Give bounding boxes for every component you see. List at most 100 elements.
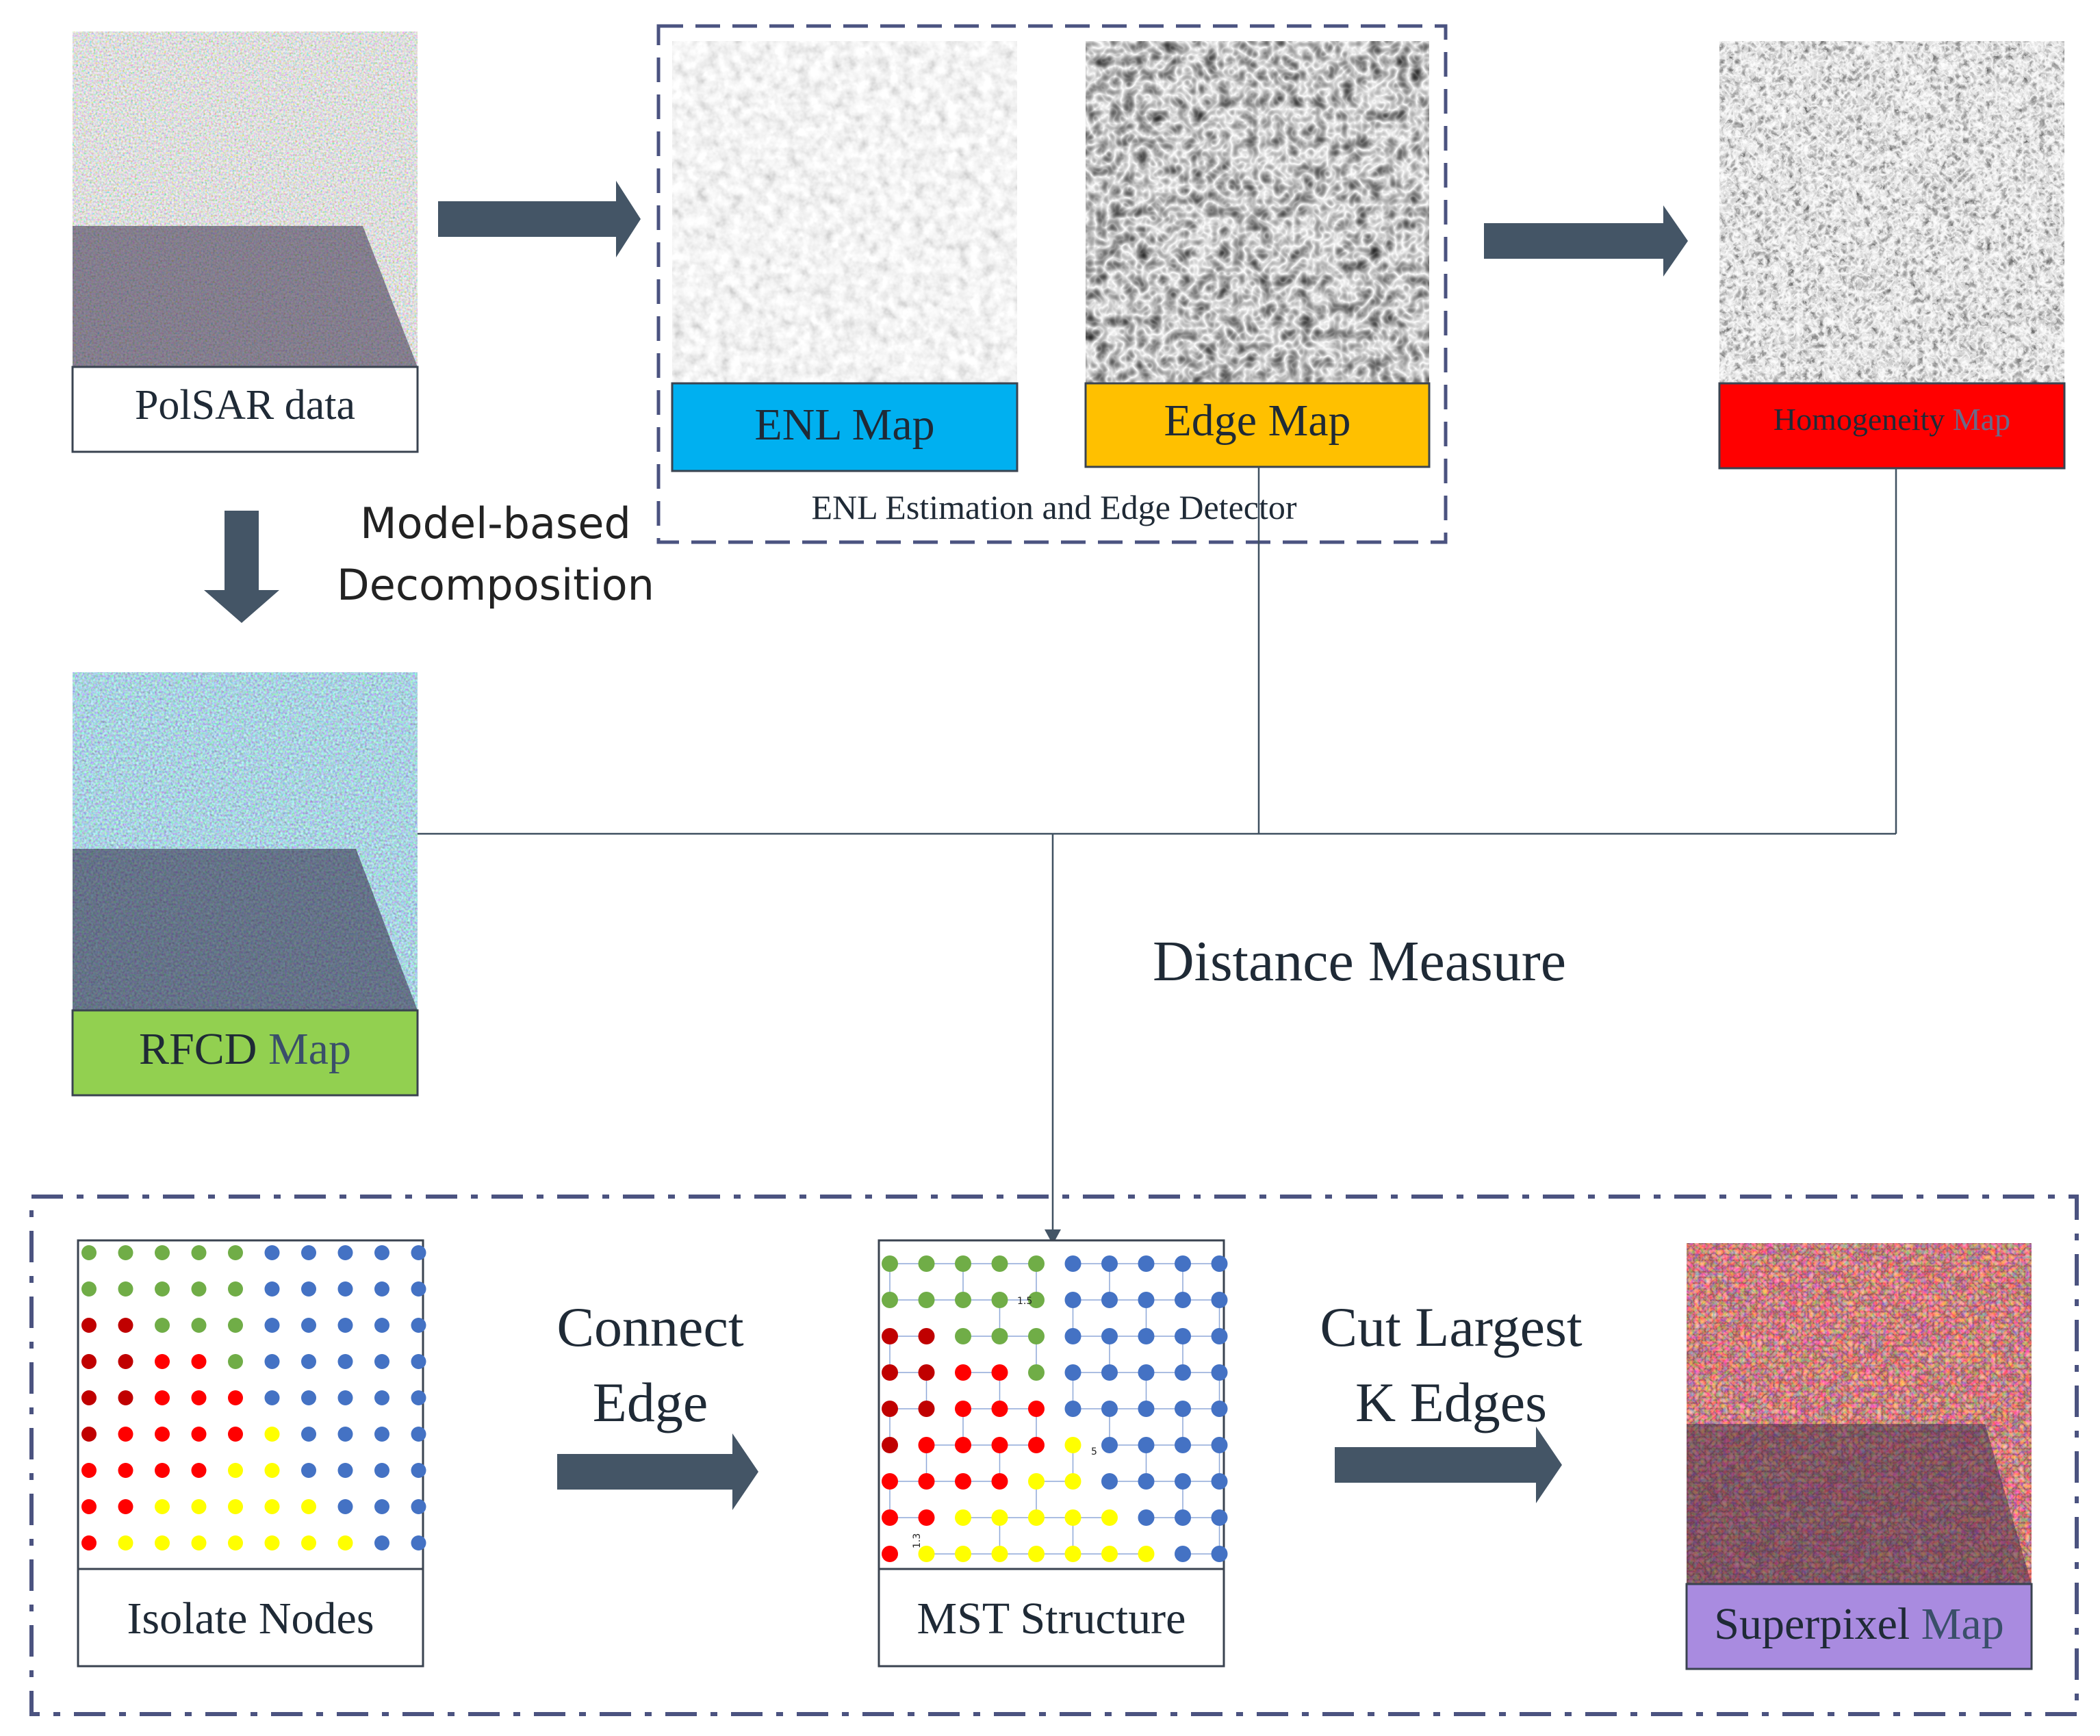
graph-node bbox=[1211, 1437, 1228, 1453]
mst-label: MST Structure bbox=[917, 1594, 1186, 1644]
graph-node bbox=[882, 1509, 898, 1526]
graph-node bbox=[1064, 1292, 1081, 1308]
polsar-panel: PolSAR data bbox=[71, 31, 419, 453]
graph-node bbox=[81, 1427, 97, 1442]
graph-node bbox=[337, 1245, 353, 1260]
graph-node bbox=[118, 1390, 133, 1405]
graph-node bbox=[118, 1354, 133, 1369]
graph-node bbox=[337, 1281, 353, 1297]
graph-node bbox=[882, 1328, 898, 1344]
graph-node bbox=[1211, 1292, 1228, 1308]
graph-node bbox=[991, 1546, 1008, 1562]
graph-node bbox=[337, 1499, 353, 1514]
graph-node bbox=[264, 1281, 280, 1297]
mst-weight-2: 5 bbox=[1091, 1446, 1097, 1457]
arrow-cut-edges bbox=[1335, 1427, 1562, 1503]
enl-edge-group-border bbox=[656, 24, 1448, 544]
graph-node bbox=[228, 1354, 243, 1369]
graph-node bbox=[301, 1463, 316, 1478]
graph-node bbox=[1175, 1437, 1191, 1453]
graph-node bbox=[411, 1245, 426, 1260]
mst-grid-frame bbox=[878, 1239, 1225, 1570]
graph-node bbox=[882, 1473, 898, 1490]
graph-node bbox=[228, 1318, 243, 1333]
graph-node bbox=[1028, 1401, 1045, 1417]
graph-node bbox=[882, 1364, 898, 1381]
graph-node bbox=[191, 1390, 207, 1405]
graph-node bbox=[264, 1245, 280, 1260]
graph-node bbox=[118, 1281, 133, 1297]
graph-node bbox=[118, 1463, 133, 1478]
graph-node bbox=[955, 1401, 971, 1417]
graph-node bbox=[374, 1427, 389, 1442]
graph-node bbox=[228, 1245, 243, 1260]
superpixel-group-border bbox=[29, 1195, 2079, 1716]
graph-node bbox=[374, 1390, 389, 1405]
graph-node bbox=[1138, 1292, 1155, 1308]
graph-node bbox=[191, 1535, 207, 1550]
connect-label-line1: Connect bbox=[556, 1296, 743, 1358]
graph-node bbox=[1028, 1546, 1045, 1562]
graph-node bbox=[191, 1281, 207, 1297]
graph-node bbox=[1101, 1473, 1118, 1490]
graph-node bbox=[991, 1473, 1008, 1490]
connect-label-line2: Edge bbox=[593, 1371, 708, 1433]
graph-node bbox=[301, 1427, 316, 1442]
edge-label-box bbox=[1084, 382, 1431, 468]
graph-node bbox=[191, 1245, 207, 1260]
graph-node bbox=[991, 1292, 1008, 1308]
graph-node bbox=[155, 1318, 170, 1333]
graph-node bbox=[882, 1292, 898, 1308]
graph-node bbox=[918, 1401, 935, 1417]
graph-node bbox=[1211, 1401, 1228, 1417]
graph-node bbox=[1138, 1255, 1155, 1272]
graph-node bbox=[155, 1245, 170, 1260]
graph-node bbox=[81, 1499, 97, 1514]
isolate-label: Isolate Nodes bbox=[127, 1594, 374, 1644]
graph-node bbox=[1101, 1401, 1118, 1417]
model-based-label-line1: Model-based bbox=[360, 498, 631, 548]
rfcd-label: RFCD Map bbox=[139, 1024, 351, 1074]
graph-node bbox=[155, 1427, 170, 1442]
graph-node bbox=[1175, 1546, 1191, 1562]
graph-node bbox=[191, 1463, 207, 1478]
graph-node bbox=[955, 1328, 971, 1344]
graph-node bbox=[301, 1535, 316, 1550]
graph-node bbox=[264, 1354, 280, 1369]
graph-node bbox=[155, 1354, 170, 1369]
graph-node bbox=[1064, 1328, 1081, 1344]
enl-image bbox=[672, 41, 1017, 383]
graph-node bbox=[411, 1354, 426, 1369]
graph-node bbox=[882, 1255, 898, 1272]
graph-node bbox=[337, 1463, 353, 1478]
graph-node bbox=[1175, 1509, 1191, 1526]
graph-node bbox=[1101, 1328, 1118, 1344]
graph-node bbox=[155, 1535, 170, 1550]
graph-node bbox=[1175, 1473, 1191, 1490]
graph-node bbox=[411, 1390, 426, 1405]
graph-node bbox=[991, 1328, 1008, 1344]
homogeneity-image bbox=[1719, 41, 2064, 383]
graph-node bbox=[1211, 1546, 1228, 1562]
graph-node bbox=[228, 1535, 243, 1550]
graph-node bbox=[991, 1509, 1008, 1526]
graph-node bbox=[411, 1427, 426, 1442]
arrow-to-homogeneity bbox=[1484, 205, 1688, 277]
graph-node bbox=[411, 1318, 426, 1333]
rfcd-panel: RFCD Map bbox=[71, 672, 419, 1097]
graph-node bbox=[918, 1364, 935, 1381]
graph-node bbox=[918, 1473, 935, 1490]
graph-node bbox=[1101, 1509, 1118, 1526]
graph-node bbox=[882, 1546, 898, 1562]
graph-node bbox=[337, 1318, 353, 1333]
graph-node bbox=[1028, 1328, 1045, 1344]
mst-label-box bbox=[878, 1568, 1225, 1668]
graph-node bbox=[1138, 1546, 1155, 1562]
graph-node bbox=[1138, 1473, 1155, 1490]
graph-node bbox=[301, 1354, 316, 1369]
graph-node bbox=[264, 1535, 280, 1550]
polsar-image-shadow bbox=[73, 226, 418, 367]
cut-label-line2: K Edges bbox=[1355, 1371, 1547, 1433]
graph-node bbox=[1211, 1255, 1228, 1272]
graph-node bbox=[955, 1292, 971, 1308]
